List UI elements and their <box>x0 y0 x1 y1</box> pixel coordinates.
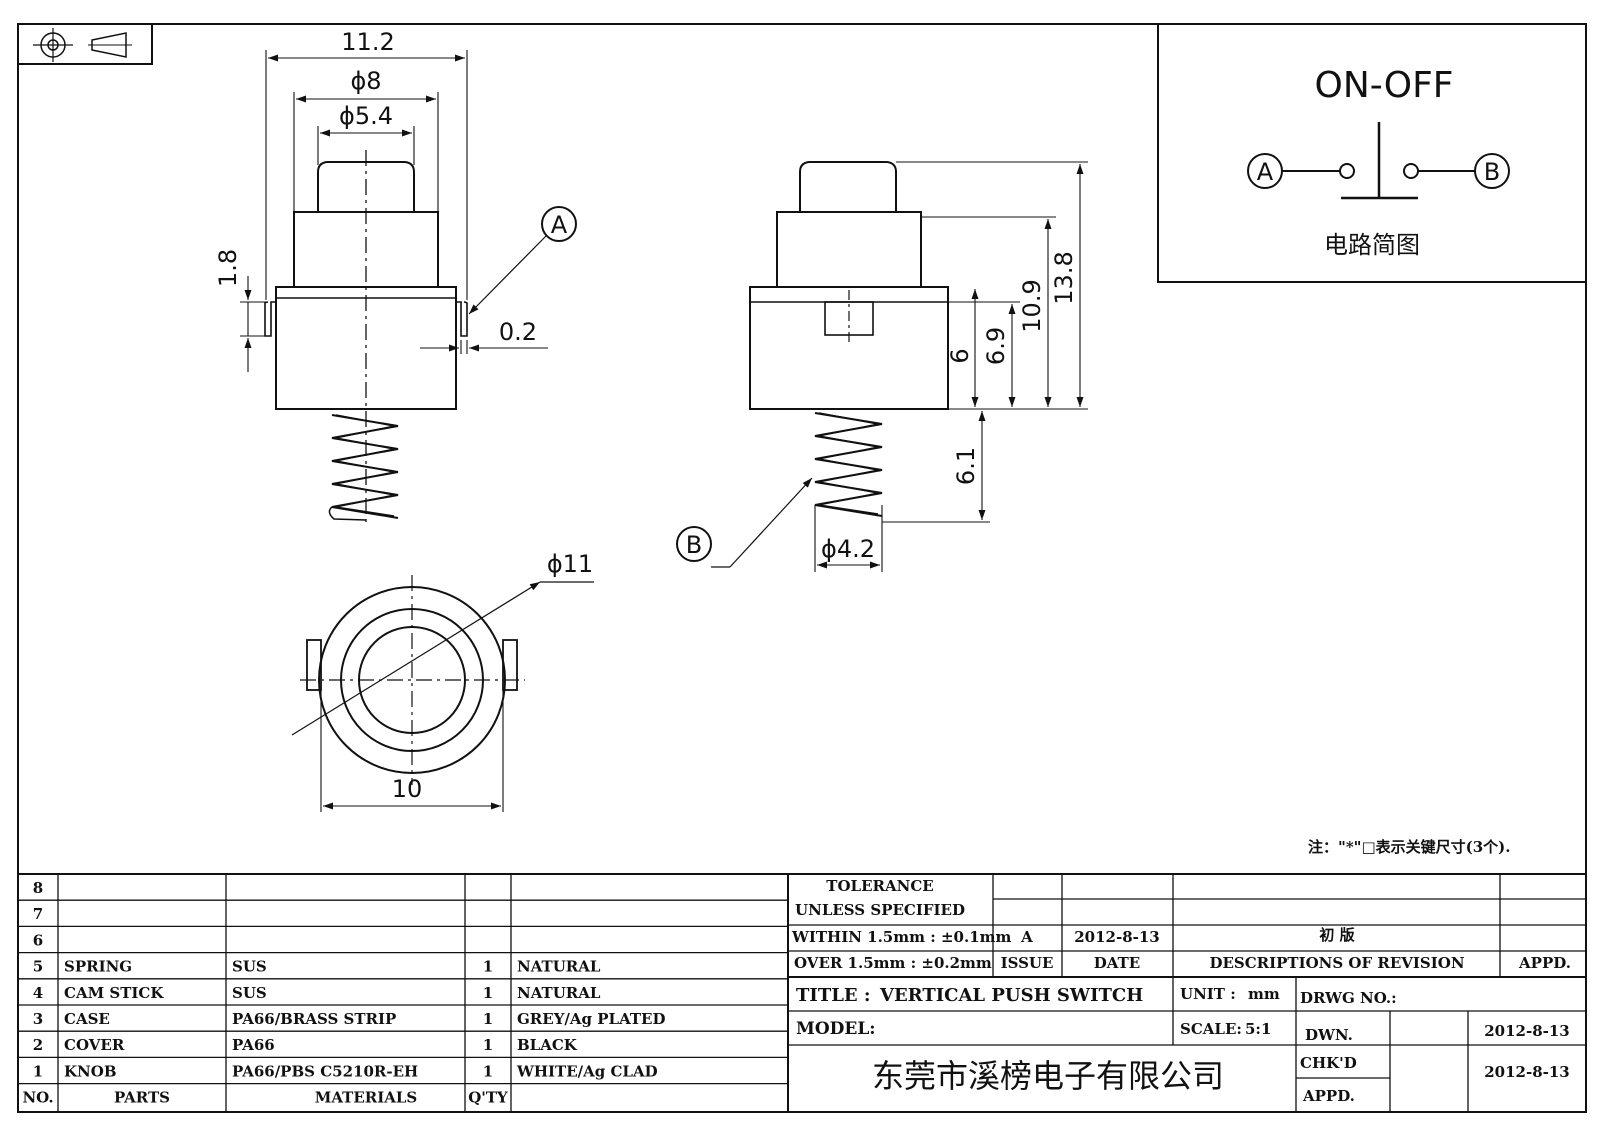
bom-row-no: 6 <box>33 931 43 949</box>
bom-row-part: CASE <box>64 1010 110 1028</box>
title-block: TOLERANCE UNLESS SPECIFIED WITHIN 1.5mm … <box>787 874 1586 1112</box>
dim-top-width: 11.2 <box>341 28 394 56</box>
callout-a: A <box>551 211 568 239</box>
bom-row-finish: BLACK <box>517 1036 578 1054</box>
bom-row-part: CAM STICK <box>64 984 164 1002</box>
title-label: TITLE : <box>796 985 871 1006</box>
circuit-diagram: ON-OFF A B 电路简图 <box>1157 23 1587 283</box>
bom-row-part: SPRING <box>64 958 132 976</box>
title-value: VERTICAL PUSH SWITCH <box>879 985 1143 1006</box>
bom-row-no: 4 <box>33 984 43 1002</box>
bom-row-qty: 1 <box>483 1062 493 1080</box>
bom-header-no: NO. <box>22 1089 53 1107</box>
bom-row-part: COVER <box>64 1036 125 1054</box>
dim-height-total: 13.8 <box>1050 251 1078 304</box>
bom-row-material: PA66 <box>232 1036 275 1054</box>
side-view: 6 6.9 10.9 13.8 6.1 ϕ4.2 B <box>676 161 1088 572</box>
unit-label: UNIT : <box>1180 985 1236 1003</box>
bom-row-material: SUS <box>232 958 267 976</box>
dim-height-cover: 10.9 <box>1018 279 1046 332</box>
circuit-title: ON-OFF <box>1314 65 1453 106</box>
tolerance-sub: UNLESS SPECIFIED <box>795 901 965 919</box>
dwn-label: DWN. <box>1305 1026 1353 1044</box>
bom-row-material: PA66/PBS C5210R-EH <box>232 1062 418 1080</box>
chkd-label: CHK'D <box>1300 1054 1357 1072</box>
dim-spring-dia: ϕ4.2 <box>821 535 875 563</box>
company-name: 东莞市溪榜电子有限公司 <box>872 1057 1224 1095</box>
scale-label: SCALE: <box>1180 1020 1242 1038</box>
model-label: MODEL: <box>796 1019 876 1039</box>
dim-case-plus-strip: 6.9 <box>982 327 1010 365</box>
tolerance-over: OVER 1.5mm : ±0.2mm <box>794 954 992 972</box>
bom-row-qty: 1 <box>483 984 493 1002</box>
dim-strip-thickness: 0.2 <box>499 318 537 346</box>
bom-row-no: 1 <box>33 1062 43 1080</box>
bom-row-qty: 1 <box>483 958 493 976</box>
dim-cover-dia: ϕ8 <box>350 67 381 95</box>
revision-value: 初 版 <box>1319 926 1354 944</box>
sheet-border <box>17 23 1587 1113</box>
dim-bottom-outer-dia: ϕ11 <box>547 550 593 578</box>
chkd-date: 2012-8-13 <box>1484 1063 1570 1081</box>
drwg-label: DRWG NO.: <box>1300 989 1397 1007</box>
bom-row-finish: WHITE/Ag CLAD <box>516 1062 658 1080</box>
date-value: 2012-8-13 <box>1074 928 1160 946</box>
unit-value: mm <box>1248 985 1280 1003</box>
bom-header-materials: MATERIALS <box>315 1089 418 1107</box>
bottom-view: ϕ11 10 <box>291 550 594 812</box>
front-view: 11.2 ϕ8 ϕ5.4 1.8 0.2 A <box>214 28 577 522</box>
tolerance-within: WITHIN 1.5mm : ±0.1mm <box>791 928 1012 946</box>
dim-knob-dia: ϕ5.4 <box>339 102 393 130</box>
bom-row-material: PA66/BRASS STRIP <box>232 1010 396 1028</box>
tolerance-title: TOLERANCE <box>826 877 933 895</box>
revision-label: DESCRIPTIONS OF REVISION <box>1209 954 1464 972</box>
bom-row-no: 8 <box>33 879 43 897</box>
dim-strip-height: 1.8 <box>214 249 242 287</box>
dwn-date: 2012-8-13 <box>1484 1022 1570 1040</box>
bom-row-finish: NATURAL <box>517 984 601 1002</box>
bom-row-no: 7 <box>33 905 43 923</box>
bom-row-finish: GREY/Ag PLATED <box>517 1010 666 1028</box>
issue-label: ISSUE <box>1001 954 1054 972</box>
bom-row-part: KNOB <box>64 1062 117 1080</box>
circuit-node-b: B <box>1484 158 1500 186</box>
date-label: DATE <box>1094 954 1140 972</box>
bom-row-material: SUS <box>232 984 267 1002</box>
bom-header-qty: Q'TY <box>468 1089 508 1107</box>
bom-row-qty: 1 <box>483 1010 493 1028</box>
projection-symbol-icon <box>17 23 153 65</box>
dim-spring-length: 6.1 <box>952 447 980 485</box>
bom-row-no: 5 <box>33 958 43 976</box>
dim-bottom-width: 10 <box>392 775 423 803</box>
circuit-caption: 电路简图 <box>1324 231 1420 259</box>
bom-row-qty: 1 <box>483 1036 493 1054</box>
bom-row-finish: NATURAL <box>517 958 601 976</box>
issue-value: A <box>1020 928 1033 946</box>
drawing-note: 注："*"□表示关键尺寸(3个). <box>1308 838 1511 856</box>
scale-value: 5:1 <box>1245 1020 1271 1038</box>
appd-label: APPD. <box>1518 954 1571 972</box>
callout-b: B <box>686 531 702 559</box>
bom-row-no: 3 <box>33 1010 43 1028</box>
dim-case-height: 6 <box>946 348 974 363</box>
bom-header-parts: PARTS <box>114 1089 170 1107</box>
appd2-label: APPD. <box>1302 1087 1355 1105</box>
circuit-node-a: A <box>1257 158 1274 186</box>
bom-row-no: 2 <box>33 1036 43 1054</box>
